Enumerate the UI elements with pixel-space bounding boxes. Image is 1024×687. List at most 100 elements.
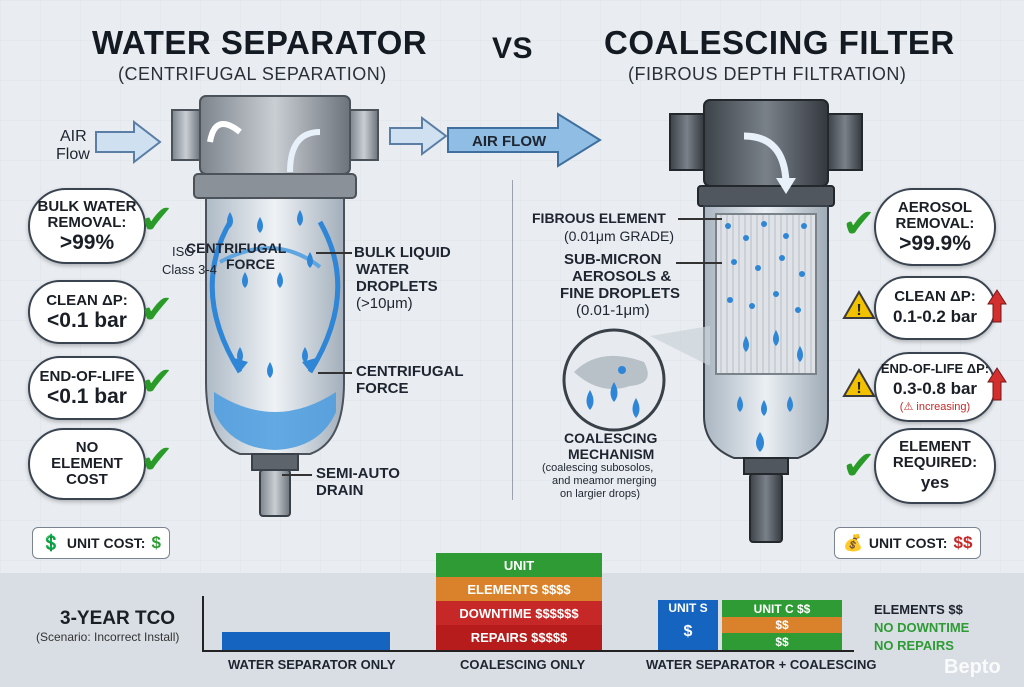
unit-cost-value: $$ [953, 533, 973, 552]
unit-cost-label: UNIT COST: [868, 535, 948, 551]
coal-label-4: and meamor merging [552, 475, 657, 487]
pill-note: (⚠ increasing) [899, 401, 971, 413]
watermark-logo: Bepto [944, 656, 1001, 678]
check-icon: ✔ [842, 201, 876, 247]
coal-label-1: COALESCING [564, 430, 658, 446]
tco-category-2: COALESCING ONLY [460, 657, 586, 672]
check-icon: ✔ [140, 197, 174, 243]
unit-cost-left: 💲 UNIT COST: $ [32, 527, 170, 559]
sub-label-4: (0.01-1μm) [576, 302, 650, 319]
air-flow-arrow-mid [389, 116, 448, 156]
center-divider [512, 180, 513, 500]
drain-label-2: DRAIN [316, 482, 364, 499]
tco-title: 3-YEAR TCO [60, 608, 176, 629]
fibrous-label-2: (0.01μm GRADE) [564, 228, 674, 244]
bulk-label-4: (>10μm) [356, 295, 413, 312]
pill-line: END-OF-LIFE [39, 367, 135, 385]
water-separator-illustration [171, 95, 379, 517]
tco-legend-no-repairs: NO REPAIRS [874, 638, 954, 653]
tco-unit-s-value: $ [683, 623, 693, 640]
air-flow-label: AIR FLOW [472, 133, 547, 150]
tco-y-axis [202, 596, 204, 652]
flow-label: Flow [56, 146, 90, 163]
tco-x-axis [202, 650, 854, 652]
pill-value: yes [920, 472, 950, 492]
pill-line: NO [75, 439, 99, 456]
tco-bar-combo-elements: $$ [722, 617, 842, 633]
unit-cost-label: UNIT COST: [66, 535, 146, 551]
pill-value: >99.9% [899, 231, 971, 255]
money-hand-icon: 💲 [41, 535, 61, 552]
pill-line: BULK WATER [37, 197, 137, 215]
coal-label-5: on largier drops) [560, 488, 641, 500]
sub-label-1: SUB-MICRON [564, 251, 662, 268]
pill-line: CLEAN ΔP: [894, 287, 976, 305]
left-subtitle: (CENTRIFUGAL SEPARATION) [118, 64, 387, 84]
right-title: COALESCING FILTER [604, 24, 955, 61]
pill-aerosol-removal: AEROSOL REMOVAL: >99.9% [874, 188, 996, 266]
tco-legend-elements: ELEMENTS $$ [874, 602, 963, 617]
svg-text:!: ! [856, 380, 861, 397]
svg-text:!: ! [856, 302, 861, 319]
pill-line: REMOVAL: [895, 214, 975, 232]
tco-bar-elements: ELEMENTS $$$$ [436, 577, 602, 601]
iso-label-2: Class 3-4 [162, 262, 217, 277]
coal-label-3: (coalescing subosolos, [542, 462, 654, 474]
pill-line: CLEAN ΔP: [46, 291, 128, 309]
pill-no-element-cost: NO ELEMENT COST [28, 428, 146, 500]
up-arrow-icon [987, 367, 1007, 401]
inner-force-label-1: CENTRIFUGAL [186, 240, 287, 256]
inner-force-label-2: FORCE [226, 256, 275, 272]
left-title: WATER SEPARATOR [92, 24, 428, 61]
sub-label-3: FINE DROPLETS [560, 285, 681, 302]
fibrous-leader-line [678, 218, 722, 220]
pill-line: END-OF-LIFE ΔP: [880, 361, 990, 376]
pill-value: 0.3-0.8 bar [892, 379, 978, 398]
pill-clean-dp: CLEAN ΔP: <0.1 bar [28, 280, 146, 344]
check-icon: ✔ [140, 437, 174, 483]
bulk-label-1: BULK LIQUID [354, 244, 451, 261]
pill-line: ELEMENT [51, 455, 123, 472]
check-icon: ✔ [140, 359, 174, 405]
sub-leader-line [676, 262, 722, 264]
pill-value: >99% [59, 230, 115, 254]
coalescing-magnifier [562, 326, 710, 432]
pill-end-of-life-right: END-OF-LIFE ΔP: 0.3-0.8 bar (⚠ increasin… [874, 352, 996, 422]
warning-icon: ! [842, 368, 876, 397]
unit-cost-right: 💰 UNIT COST: $$ [834, 527, 982, 559]
bulk-label-2: WATER [356, 261, 410, 278]
air-label: AIR [60, 128, 87, 145]
pill-line: ELEMENT [899, 437, 971, 455]
check-icon: ✔ [140, 287, 174, 333]
tco-bar-downtime: DOWNTIME $$$$$$ [436, 601, 602, 625]
up-arrow-icon [987, 289, 1007, 323]
bulk-leader-line [316, 252, 352, 254]
pill-value: <0.1 bar [47, 308, 127, 332]
fibrous-label-1: FIBROUS ELEMENT [532, 210, 666, 226]
check-icon: ✔ [842, 443, 876, 489]
tco-scenario: (Scenario: Incorrect Install) [36, 630, 180, 644]
pill-line: AEROSOL [897, 198, 973, 216]
sub-label-2: AEROSOLS & [572, 268, 672, 285]
coalescing-filter-illustration [669, 99, 863, 543]
tco-unit-s-label: UNIT S [668, 601, 708, 615]
money-hand-icon: 💰 [843, 535, 863, 552]
bulk-label-3: DROPLETS [356, 278, 438, 295]
pill-bulk-water-removal: BULK WATER REMOVAL: >99% [28, 188, 146, 264]
tco-bar-repairs: REPAIRS $$$$$ [436, 625, 602, 650]
pill-value: <0.1 bar [47, 384, 127, 408]
pill-element-required: ELEMENT REQUIRED: yes [874, 428, 996, 504]
pill-clean-dp-right: CLEAN ΔP: 0.1-0.2 bar [874, 276, 996, 340]
pill-line: REMOVAL: [47, 213, 127, 231]
right-subtitle: (FIBROUS DEPTH FILTRATION) [628, 64, 907, 84]
centrifugal-leader-line [318, 372, 352, 374]
tco-bar-unit-s [658, 600, 718, 650]
coal-label-2: MECHANISM [568, 446, 655, 462]
iso-label-1: ISO [172, 244, 195, 259]
drain-label-1: SEMI-AUTO [316, 465, 400, 482]
centrifugal-label-1: CENTRIFUGAL [356, 363, 464, 380]
pill-line: REQUIRED: [892, 453, 978, 471]
air-flow-arrow-center [447, 112, 602, 168]
tco-bar-water-separator [222, 632, 390, 650]
drain-leader-line [282, 474, 312, 476]
